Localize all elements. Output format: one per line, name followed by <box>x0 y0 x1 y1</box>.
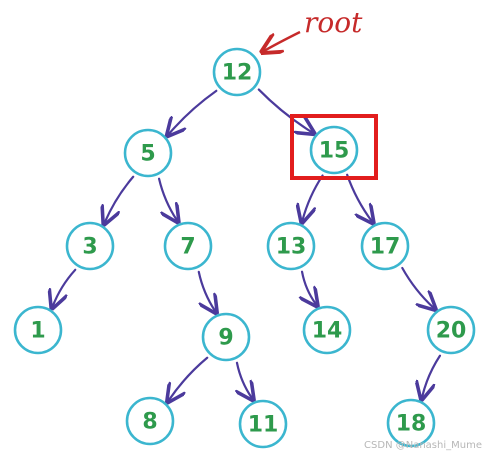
node-circle <box>426 305 476 355</box>
node-8: 8 <box>125 396 175 446</box>
node-circle <box>266 221 316 271</box>
node-label: 9 <box>218 326 233 351</box>
node-14: 14 <box>302 305 352 355</box>
node-circle <box>163 221 213 271</box>
node-circle <box>238 399 288 449</box>
node-18: 18 <box>386 398 436 448</box>
root-label: root <box>304 6 363 39</box>
node-15: 15 <box>290 114 378 180</box>
edge-n12-n5 <box>169 89 218 134</box>
node-circle <box>360 221 410 271</box>
highlight-box <box>290 114 378 180</box>
node-circle <box>386 398 436 448</box>
edge-n5-n7 <box>157 177 177 221</box>
node-label: 11 <box>248 413 279 438</box>
node-20: 20 <box>426 305 476 355</box>
node-3: 3 <box>65 221 115 271</box>
node-circle <box>309 125 359 175</box>
node-label: 17 <box>370 235 401 260</box>
node-circle <box>125 396 175 446</box>
edge-n9-n11 <box>237 361 252 398</box>
node-9: 9 <box>201 312 251 362</box>
node-7: 7 <box>163 221 213 271</box>
node-label: 14 <box>312 319 343 344</box>
node-label: 15 <box>319 139 350 164</box>
node-12: 12 <box>212 47 262 97</box>
node-circle <box>201 312 251 362</box>
edge-n15-n17 <box>346 173 372 222</box>
edge-n17-n20 <box>401 266 433 308</box>
node-label: 12 <box>222 61 253 86</box>
node-label: 8 <box>142 410 157 435</box>
edge-n12-n15 <box>257 88 312 133</box>
node-1: 1 <box>13 305 63 355</box>
edge-n9-n8 <box>169 356 209 400</box>
node-circle <box>302 305 352 355</box>
node-circle <box>65 221 115 271</box>
nodes-layer: 12 5 15 3 7 13 17 1 9 14 20 8 11 18 <box>13 47 476 449</box>
edge-n15-n13 <box>302 174 324 221</box>
edge-n5-n3 <box>105 175 135 222</box>
node-circle <box>123 128 173 178</box>
node-label: 3 <box>82 235 97 260</box>
node-label: 20 <box>436 319 467 344</box>
root-arrow <box>264 30 301 51</box>
node-17: 17 <box>360 221 410 271</box>
edge-n13-n14 <box>302 270 316 305</box>
node-circle <box>212 47 262 97</box>
node-13: 13 <box>266 221 316 271</box>
node-label: 18 <box>396 412 427 437</box>
node-label: 5 <box>140 142 155 167</box>
node-label: 7 <box>180 235 195 260</box>
root-annotation: root <box>264 6 363 51</box>
node-label: 1 <box>30 319 45 344</box>
watermark: CSDN @Nanashi_Mume <box>364 440 482 451</box>
edge-n3-n1 <box>53 268 77 306</box>
node-5: 5 <box>123 128 173 178</box>
node-11: 11 <box>238 399 288 449</box>
node-circle <box>13 305 63 355</box>
edge-n20-n18 <box>422 354 442 398</box>
node-label: 13 <box>276 235 307 260</box>
edge-n7-n9 <box>197 270 215 311</box>
